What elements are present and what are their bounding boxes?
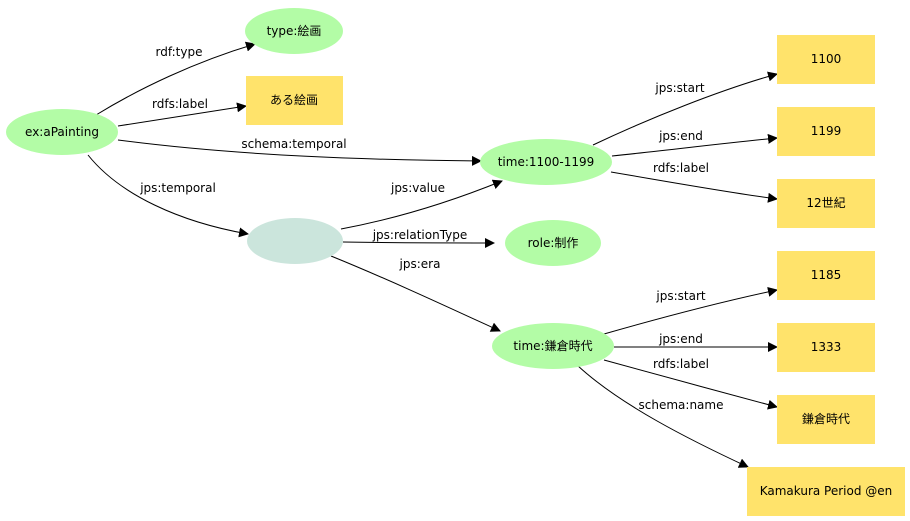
edge-label: schema:temporal xyxy=(241,137,346,151)
node-ex-apainting[interactable]: ex:aPainting xyxy=(6,109,118,155)
edge-jps-relationtype: jps:relationType xyxy=(342,228,495,248)
node-blank[interactable] xyxy=(247,218,343,264)
node-literal-1100[interactable]: 1100 xyxy=(777,35,875,84)
edge-label: jps:value xyxy=(390,181,445,195)
node-literal-1185[interactable]: 1185 xyxy=(777,251,875,300)
node-shape xyxy=(777,251,875,300)
node-shape xyxy=(6,109,118,155)
node-label: role:制作 xyxy=(528,236,579,250)
node-type-painting[interactable]: type:絵画 xyxy=(245,8,343,54)
edge-label: rdfs:label xyxy=(152,97,208,111)
node-literal-12c[interactable]: 12世紀 xyxy=(777,179,875,228)
node-literal-kamakura-name[interactable]: Kamakura Period @en xyxy=(747,467,905,516)
edge-jps-start-1185: jps:start xyxy=(603,286,778,335)
edge-rdf-type: rdf:type xyxy=(95,41,256,116)
node-time-1100-1199[interactable]: time:1100-1199 xyxy=(480,139,612,185)
edge-schema-name: schema:name xyxy=(576,364,749,468)
edge-line xyxy=(576,364,749,468)
node-shape xyxy=(777,323,875,372)
node-shape xyxy=(245,8,343,54)
node-shape xyxy=(777,395,875,444)
edge-label: rdfs:label xyxy=(653,161,709,175)
edge-line xyxy=(603,286,778,335)
node-shape xyxy=(505,220,601,266)
node-literal-1333[interactable]: 1333 xyxy=(777,323,875,372)
edge-line xyxy=(592,71,778,146)
edge-jps-end-1333: jps:end xyxy=(613,332,778,352)
node-shape xyxy=(777,107,875,156)
node-label: ex:aPainting xyxy=(25,125,99,139)
node-shape xyxy=(247,218,343,264)
edge-label: jps:end xyxy=(658,332,703,346)
node-label: 1185 xyxy=(811,268,842,282)
edge-rdfs-label-kamakura: rdfs:label xyxy=(603,357,778,410)
node-shape xyxy=(777,179,875,228)
node-label: 1199 xyxy=(811,124,842,138)
node-label: time:鎌倉時代 xyxy=(513,338,592,353)
node-label: 1100 xyxy=(811,52,842,66)
edge-jps-temporal: jps:temporal xyxy=(87,154,249,238)
edge-line xyxy=(342,237,495,248)
node-time-kamakura[interactable]: time:鎌倉時代 xyxy=(492,323,614,369)
node-label: 12世紀 xyxy=(806,196,845,210)
node-shape xyxy=(480,139,612,185)
nodes: ex:aPainting type:絵画 ある絵画 time:1100-1199… xyxy=(6,8,905,516)
edge-label: jps:end xyxy=(658,129,703,143)
edge-line xyxy=(611,133,778,157)
edge-jps-end-1199: jps:end xyxy=(611,129,778,157)
node-shape xyxy=(747,467,905,516)
edge-line xyxy=(87,154,249,238)
edge-rdfs-label-12c: rdfs:label xyxy=(610,161,778,203)
edge-schema-temporal: schema:temporal xyxy=(117,137,482,166)
edge-label: jps:era xyxy=(399,257,441,271)
edge-label: jps:temporal xyxy=(139,181,216,195)
node-label: ある絵画 xyxy=(270,92,318,107)
edge-line xyxy=(95,41,256,116)
node-shape xyxy=(246,76,343,125)
edge-rdfs-label: rdfs:label xyxy=(117,97,247,127)
node-label: Kamakura Period @en xyxy=(760,484,893,498)
edge-line xyxy=(117,102,247,127)
edge-line xyxy=(610,171,778,203)
node-label: time:1100-1199 xyxy=(498,155,595,169)
edge-line xyxy=(117,139,482,166)
edges: rdf:type rdfs:label schema:temporal jps:… xyxy=(87,41,778,468)
edge-label: schema:name xyxy=(639,398,724,412)
node-shape xyxy=(492,323,614,369)
edge-label: rdfs:label xyxy=(653,357,709,371)
node-literal-kamakura-label[interactable]: 鎌倉時代 xyxy=(777,395,875,444)
node-literal-painting-label[interactable]: ある絵画 xyxy=(246,76,343,125)
node-label: 鎌倉時代 xyxy=(802,411,850,426)
edge-label: jps:relationType xyxy=(372,228,468,242)
edge-jps-start-1100: jps:start xyxy=(592,71,778,146)
node-shape xyxy=(777,35,875,84)
edge-jps-value: jps:value xyxy=(340,179,503,230)
edge-line xyxy=(330,255,501,332)
edge-line xyxy=(340,179,503,230)
edge-label: jps:start xyxy=(654,81,704,95)
node-role[interactable]: role:制作 xyxy=(505,220,601,266)
edge-line xyxy=(603,359,778,410)
edge-jps-era: jps:era xyxy=(330,255,501,332)
edge-label: rdf:type xyxy=(156,45,203,59)
node-label: 1333 xyxy=(811,340,842,354)
node-label: type:絵画 xyxy=(267,23,322,38)
edge-label: jps:start xyxy=(655,289,705,303)
node-literal-1199[interactable]: 1199 xyxy=(777,107,875,156)
